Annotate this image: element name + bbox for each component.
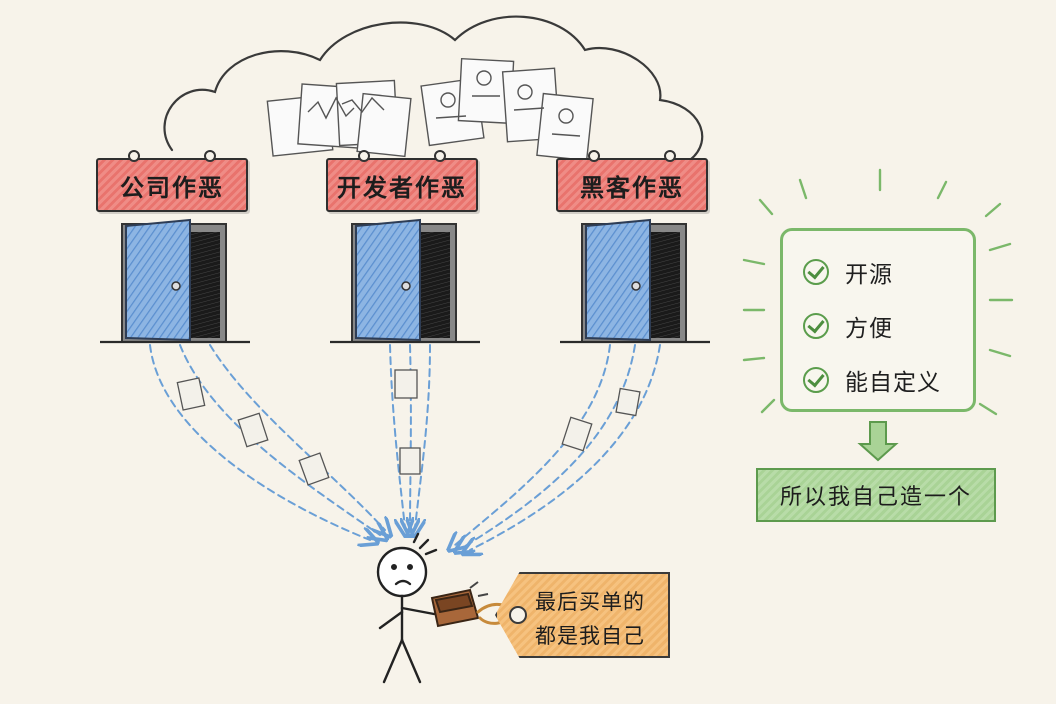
check-circle-icon bbox=[803, 367, 829, 393]
profile-forms-stack-icon bbox=[420, 57, 594, 162]
sign-company-evil-label: 公司作恶 bbox=[120, 173, 224, 202]
sign-developer-evil-label: 开发者作恶 bbox=[337, 173, 467, 202]
cloud-outline bbox=[163, 15, 704, 162]
benefit-label: 开源 bbox=[845, 262, 893, 288]
empty-wallet-icon bbox=[430, 581, 489, 628]
check-circle-icon bbox=[803, 313, 829, 339]
door-left-icon bbox=[100, 218, 250, 344]
door-middle-icon bbox=[330, 218, 480, 344]
price-tag: 最后买单的 都是我自己 bbox=[495, 572, 670, 658]
leak-arrows bbox=[149, 344, 661, 550]
benefit-label: 方便 bbox=[845, 316, 893, 342]
sign-developer-evil: 开发者作恶 bbox=[326, 150, 478, 212]
sign-hacker-evil: 黑客作恶 bbox=[556, 150, 708, 212]
benefit-item-customizable: 能自定义 bbox=[803, 363, 941, 397]
benefit-item-convenient: 方便 bbox=[803, 309, 893, 343]
benefit-sparkle-lines bbox=[742, 168, 1014, 416]
benefits-box: 开源 方便 能自定义 bbox=[780, 228, 976, 412]
down-arrow-icon bbox=[857, 421, 899, 462]
tag-line-2: 都是我自己 bbox=[535, 624, 645, 648]
benefit-label: 能自定义 bbox=[845, 370, 941, 396]
tag-hole bbox=[509, 606, 527, 624]
benefit-item-open-source: 开源 bbox=[803, 255, 893, 289]
sign-company-evil: 公司作恶 bbox=[96, 150, 248, 212]
conclusion-label: 所以我自己造一个 bbox=[779, 485, 972, 510]
conclusion-box: 所以我自己造一个 bbox=[756, 468, 996, 522]
sign-hacker-evil-label: 黑客作恶 bbox=[580, 173, 684, 202]
document-stack-left-icon bbox=[266, 79, 412, 158]
tag-line-1: 最后买单的 bbox=[535, 590, 645, 614]
confused-person-icon bbox=[376, 532, 438, 684]
door-right-icon bbox=[560, 218, 710, 344]
flying-documents-icon bbox=[176, 369, 641, 486]
check-circle-icon bbox=[803, 259, 829, 285]
